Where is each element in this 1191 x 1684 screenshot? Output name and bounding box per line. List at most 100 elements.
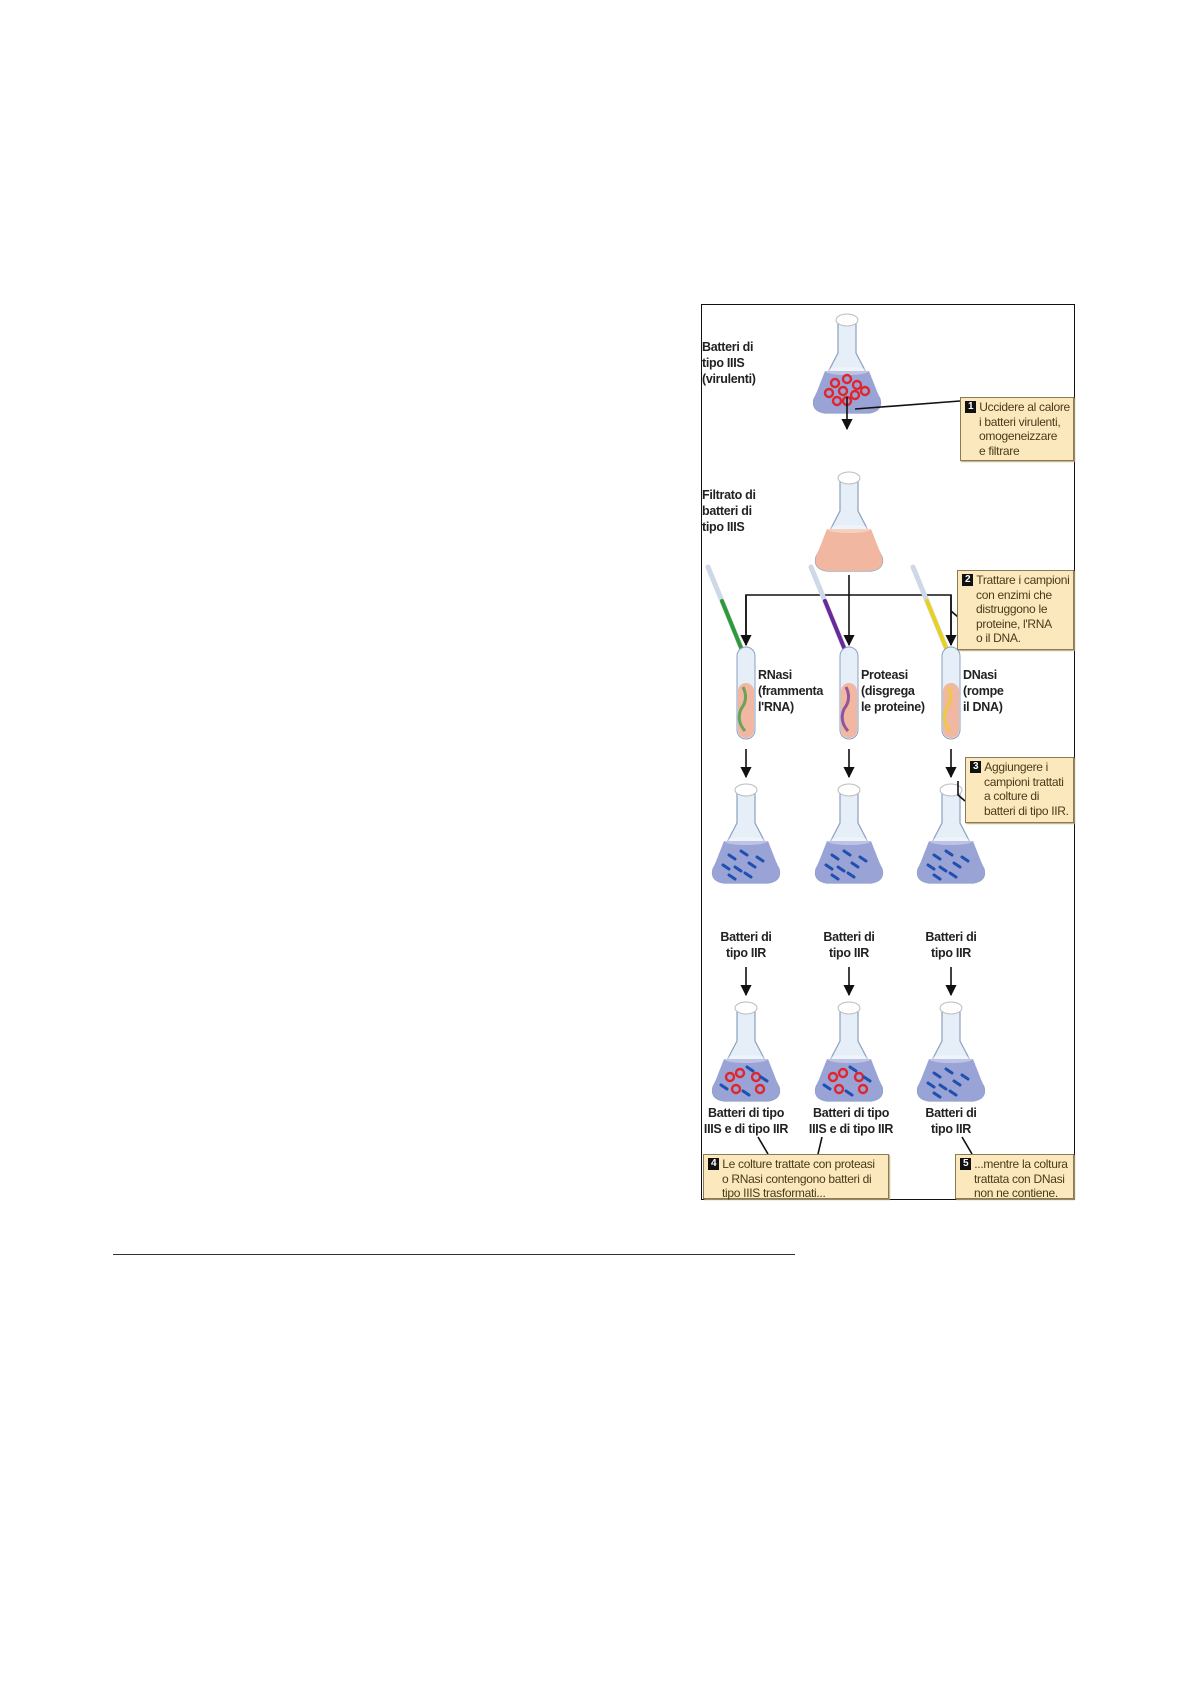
culture-flask-iir	[916, 783, 986, 884]
culture-flask-iir	[711, 783, 781, 884]
pipette-enzyme	[925, 599, 951, 657]
flask-cap	[837, 471, 861, 485]
virulent-bacterium	[833, 1083, 845, 1095]
rough-bacterium	[944, 849, 954, 857]
result-flask	[814, 1001, 884, 1102]
virulent-bacterium	[823, 387, 835, 399]
top-flask-virulent	[812, 313, 882, 414]
culture-flask-iir	[814, 783, 884, 884]
rough-bacterium	[755, 855, 765, 863]
flask-liquid	[815, 841, 883, 883]
rough-bacterium	[944, 1067, 954, 1075]
liquid-surface	[929, 1055, 973, 1063]
rough-bacterium	[948, 1089, 958, 1097]
horizontal-rule	[113, 1254, 795, 1255]
rough-bacterium	[741, 1089, 751, 1097]
rough-bacterium	[745, 1065, 755, 1073]
rough-bacterium	[858, 855, 868, 863]
virulent-bacterium	[829, 377, 841, 389]
rough-bacterium	[846, 871, 856, 879]
rough-bacterium	[830, 853, 840, 861]
rough-bacterium	[733, 865, 743, 873]
rough-bacterium	[848, 1065, 858, 1073]
rough-bacterium	[960, 855, 970, 863]
rough-bacterium	[932, 853, 942, 861]
pipette-enzyme	[720, 599, 746, 657]
rough-bacterium	[862, 1075, 872, 1083]
virulent-bacterium	[851, 379, 863, 391]
rough-bacterium	[926, 863, 936, 871]
virulent-bacterium	[849, 389, 861, 401]
flask-liquid	[712, 841, 780, 883]
virulent-bacterium	[827, 1071, 839, 1083]
rough-bacterium	[727, 873, 737, 881]
virulent-bacterium	[859, 385, 871, 397]
rough-bacterium	[932, 1071, 942, 1079]
virulent-bacterium	[724, 1071, 736, 1083]
virulent-bacterium	[837, 385, 849, 397]
rough-bacterium	[850, 861, 860, 869]
rough-bacterium	[938, 865, 948, 873]
liquid-surface	[827, 525, 871, 533]
tube-enzyme-swirl	[942, 686, 953, 733]
pointer-step-1	[854, 400, 961, 410]
flask-cap	[837, 783, 861, 797]
rough-bacterium	[932, 1091, 942, 1099]
flask-liquid	[917, 1059, 985, 1101]
rough-bacterium	[948, 871, 958, 879]
virulent-bacterium	[857, 1083, 869, 1095]
rough-bacterium	[830, 873, 840, 881]
flask-cap	[734, 783, 758, 797]
rough-bacterium	[938, 1083, 948, 1091]
rough-bacterium	[743, 871, 753, 879]
flask-liquid	[815, 529, 883, 571]
rough-bacterium	[727, 853, 737, 861]
filtrate-flask	[814, 471, 884, 572]
virulent-bacterium	[734, 1067, 746, 1079]
pipette-enzyme	[823, 599, 849, 657]
diagram-graphics	[705, 313, 986, 1155]
result-flask	[916, 1001, 986, 1102]
flask-cap	[939, 783, 963, 797]
rough-bacterium	[739, 849, 749, 857]
liquid-surface	[724, 1055, 768, 1063]
rough-bacterium	[960, 1073, 970, 1081]
rough-bacterium	[932, 873, 942, 881]
virulent-bacterium	[754, 1083, 766, 1095]
pointer-step-4b	[817, 1136, 823, 1155]
flask-cap	[835, 313, 859, 327]
rough-bacterium	[719, 1083, 729, 1091]
virulent-bacterium	[831, 395, 843, 407]
rough-bacterium	[836, 865, 846, 873]
liquid-surface	[827, 837, 871, 845]
virulent-bacterium	[730, 1083, 742, 1095]
pointer-step-2	[950, 610, 959, 618]
liquid-surface	[825, 367, 869, 375]
liquid-surface	[724, 837, 768, 845]
liquid-surface	[827, 1055, 871, 1063]
flask-cap	[939, 1001, 963, 1015]
rough-bacterium	[842, 849, 852, 857]
rough-bacterium	[824, 863, 834, 871]
flask-cap	[837, 1001, 861, 1015]
rough-bacterium	[747, 861, 757, 869]
rough-bacterium	[844, 1089, 854, 1097]
liquid-surface	[929, 837, 973, 845]
rough-bacterium	[759, 1075, 769, 1083]
